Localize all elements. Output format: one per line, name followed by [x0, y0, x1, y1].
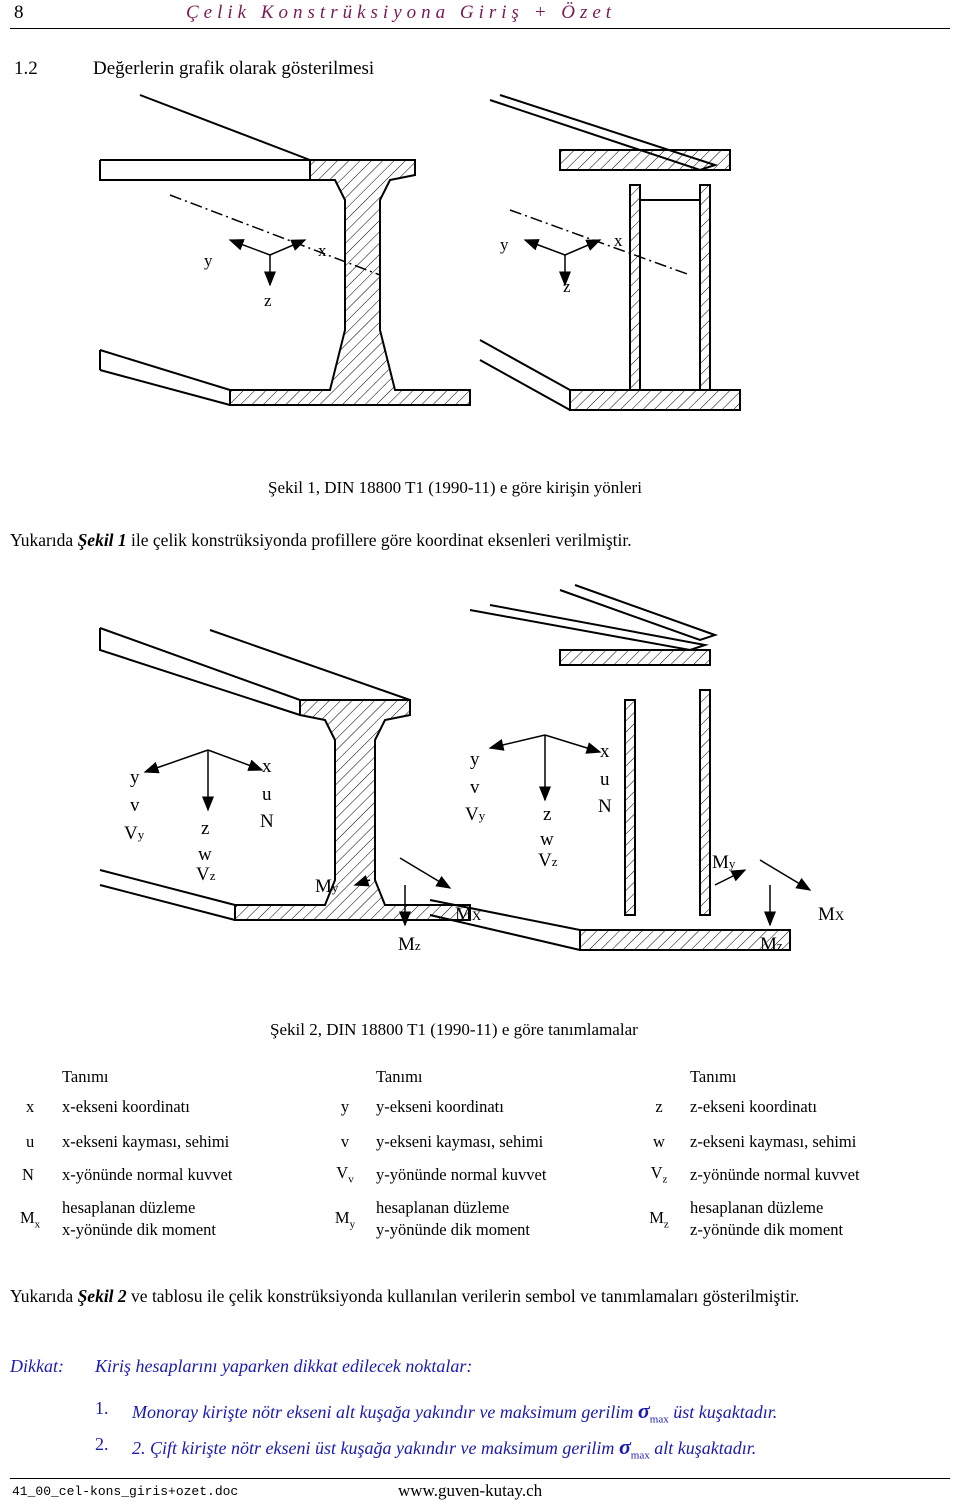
fig2-labels-left: y v Vy z w Vz x u N My Mz MX [124, 756, 482, 955]
symbol-table: Tanımı Tanımı Tanımı x x-ekseni koordina… [10, 1065, 950, 1247]
table-header: Tanımı [690, 1067, 737, 1086]
fig2-r-label-x: x [600, 741, 610, 762]
definition-cell: y-ekseni kayması, sehimi [376, 1131, 544, 1151]
fig2-label-My: My [315, 876, 339, 897]
fig2-r-label-Vy: Vy [465, 804, 486, 825]
figure-1-reference: Şekil 1 [77, 530, 127, 550]
symbol-cell: Vv [336, 1163, 354, 1186]
symbol-cell: x [26, 1097, 35, 1116]
fig1-label-y1: y [204, 251, 213, 270]
fig2-labels-right: y v Vy z w Vz x u N My Mz MX [465, 741, 845, 955]
table-header: Tanımı [376, 1067, 423, 1086]
i-beam-left [99, 94, 471, 406]
fig1-label-x2: x [614, 231, 623, 250]
fig2-r-label-z: z [543, 804, 551, 825]
symbol-cell: u [26, 1131, 35, 1151]
fig2-r-label-Mx: MX [818, 904, 845, 925]
document-title: Çelik Konstrüksiyona Giriş + Özet [186, 2, 617, 23]
definition-cell: y-yönünde normal kuvvet [376, 1164, 547, 1184]
note-item: Monoray kirişte nötr ekseni alt kuşağa y… [132, 1398, 778, 1426]
fig1-label-y2: y [500, 235, 509, 254]
note-item-number: 1. [95, 1398, 109, 1418]
symbol-cell: My [334, 1207, 356, 1231]
figure-1-beam-drawing: y x z y x z [99, 94, 741, 411]
symbol-cell: Mz [649, 1207, 669, 1231]
fig2-r-label-v: v [470, 777, 480, 798]
fig2-r-label-Vz: Vz [538, 850, 558, 871]
fig2-r-label-N: N [598, 796, 612, 817]
page-number: 8 [14, 2, 24, 23]
definition-cell: x-ekseni kayması, sehimi [62, 1131, 230, 1151]
symbol-cell: w [653, 1131, 665, 1151]
symbol-cell: Vz [650, 1163, 668, 1186]
paragraph-1: Yukarıda Şekil 1 ile çelik konstrüksiyon… [10, 530, 632, 550]
definition-cell: x-ekseni koordinatı [62, 1097, 190, 1116]
fig2-label-Mz: Mz [398, 934, 421, 955]
fig2-label-y: y [130, 767, 140, 788]
symbol-cell: v [340, 1131, 350, 1151]
table-header: Tanımı [62, 1067, 109, 1086]
figure-2-reference: Şekil 2 [77, 1286, 127, 1306]
fig2-label-x: x [262, 756, 272, 777]
symbol-cell: y [340, 1097, 350, 1116]
note-item: 2. Çift kirişte nötr ekseni üst kuşağa y… [132, 1434, 757, 1462]
figure-2-caption: Şekil 2, DIN 18800 T1 (1990-11) e göre t… [270, 1020, 638, 1039]
note-label: Dikkat: [10, 1356, 64, 1376]
definition-cell: y-ekseni koordinatı [376, 1097, 504, 1116]
fig2-r-label-y: y [470, 749, 480, 770]
i-beam-left-2 [99, 627, 471, 921]
section-number: 1.2 [14, 58, 38, 79]
definition-cell: z-yönünde normal kuvvet [690, 1164, 860, 1184]
note-text: Kiriş hesaplarını yaparken dikkat edilec… [95, 1356, 473, 1376]
box-beam-right-2 [429, 584, 791, 951]
table-header-row: Tanımı Tanımı Tanımı [10, 1065, 950, 1089]
fig2-label-z: z [201, 818, 209, 839]
fig2-label-w: w [198, 844, 212, 865]
symbol-cell: Mx [20, 1207, 41, 1231]
fig1-label-z1: z [264, 291, 272, 310]
fig2-label-Vy: Vy [124, 823, 145, 844]
note-item-number: 2. [95, 1434, 109, 1454]
section-title: Değerlerin grafik olarak gösterilmesi [93, 58, 375, 79]
fig2-r-label-My: My [712, 852, 736, 873]
table-row: x x-ekseni koordinatı y y-ekseni koordin… [10, 1089, 950, 1125]
figure-1-caption: Şekil 1, DIN 18800 T1 (1990-11) e göre k… [268, 478, 642, 497]
fig1-label-x1: x [318, 241, 327, 260]
fig1-label-z2: z [563, 277, 571, 296]
fig2-label-Mx: MX [455, 904, 482, 925]
symbol-cell: z [655, 1097, 663, 1116]
definition-cell: x-yönünde normal kuvvet [62, 1164, 233, 1184]
footer-filename: 41_00_cel-kons_giris+ozet.doc [12, 1484, 239, 1499]
axes-fig1 [169, 194, 691, 287]
box-beam-right [479, 94, 741, 411]
fig2-label-N: N [260, 811, 274, 832]
fig2-r-label-u: u [600, 769, 610, 790]
footer-website-link[interactable]: www.guven-kutay.ch [398, 1481, 543, 1500]
table-row: u x-ekseni kayması, sehimi v y-ekseni ka… [10, 1125, 950, 1158]
footer-divider [10, 1478, 950, 1479]
definition-cell: z-ekseni kayması, sehimi [690, 1131, 857, 1151]
symbol-cell: N [22, 1164, 34, 1184]
fig2-label-Vz: Vz [196, 864, 216, 885]
header-divider [10, 28, 950, 29]
axes-fig2 [143, 734, 812, 927]
paragraph-2: Yukarıda Şekil 2 ve tablosu ile çelik ko… [10, 1286, 800, 1306]
table-row: N x-yönünde normal kuvvet Vv y-yönünde n… [10, 1158, 950, 1191]
figure-2-beam-drawing: y v Vy z w Vz x u N My Mz MX y v Vy z w … [99, 584, 845, 955]
fig2-r-label-w: w [540, 829, 554, 850]
fig2-r-label-Mz: Mz [760, 934, 783, 955]
fig2-label-u: u [262, 784, 272, 805]
fig2-label-v: v [130, 795, 140, 816]
definition-cell: z-ekseni koordinatı [690, 1097, 817, 1116]
